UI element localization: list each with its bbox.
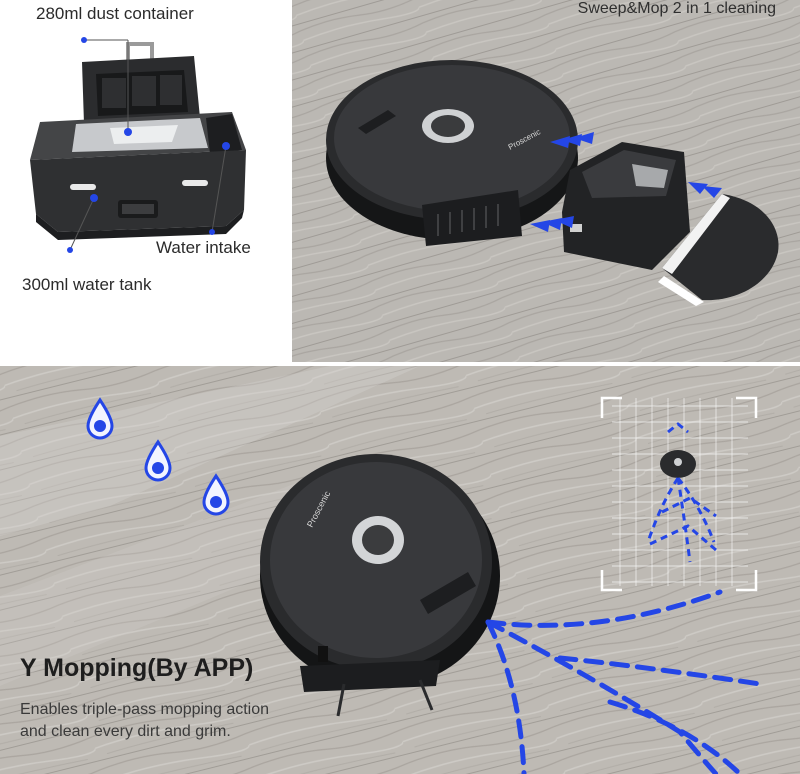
y-mopping-description: Enables triple-pass mopping action and c… [20, 699, 340, 743]
y-mopping-illustration: Proscenic [0, 366, 800, 774]
y-path [485, 589, 763, 774]
description-line: and clean every dirt and grim. [20, 723, 231, 740]
y-mopping-panel: Proscenic [0, 366, 800, 774]
water-tank-label: 300ml water tank [22, 275, 152, 294]
mapping-grid-icon [600, 396, 758, 592]
dust-container-label: 280ml dust container [36, 4, 194, 23]
sweep-mop-illustration: Proscenic [292, 0, 800, 362]
tank-detail-panel: 280ml dust container Water intake 300ml … [0, 0, 292, 362]
water-intake-label: Water intake [156, 238, 251, 257]
water-drop-icon [202, 473, 230, 516]
y-mopping-headline: Y Mopping(By APP) [20, 654, 254, 682]
description-line: Enables triple-pass mopping action [20, 701, 270, 718]
water-drop-icon [86, 397, 114, 440]
tank-illustration [30, 37, 246, 253]
sweep-mop-panel: Proscenic Sweep&Mop 2 in [292, 0, 800, 362]
water-drop-icon [144, 439, 172, 482]
sweep-mop-heading: Sweep&Mop 2 in 1 cleaning [577, 0, 776, 17]
